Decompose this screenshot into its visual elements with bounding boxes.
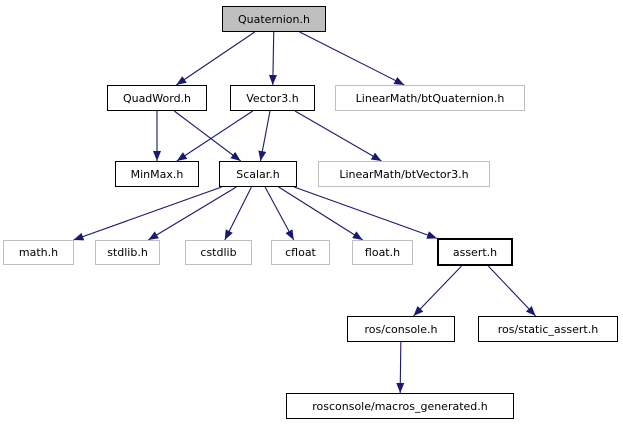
node-btvector3: LinearMath/btVector3.h xyxy=(318,161,490,187)
edge-rosconsole-macros xyxy=(396,341,405,394)
edge-assert-rosstatic xyxy=(487,265,537,317)
edge-scalar-math xyxy=(73,186,222,241)
edge-scalar-cstdlib xyxy=(224,186,252,241)
edge-vector3-minmax xyxy=(176,110,254,162)
edge-scalar-floath xyxy=(278,186,363,241)
edge-quadword-scalar xyxy=(173,110,242,162)
edge-quaternion-vector3 xyxy=(268,31,277,86)
node-minmax[interactable]: MinMax.h xyxy=(115,161,199,187)
edge-scalar-stdlib xyxy=(147,186,237,241)
edge-quaternion-btquaternion xyxy=(299,31,405,86)
node-cfloat: cfloat xyxy=(271,240,330,265)
node-rosstatic[interactable]: ros/static_assert.h xyxy=(478,316,618,342)
node-stdlib: stdlib.h xyxy=(95,240,160,265)
node-rosconsole[interactable]: ros/console.h xyxy=(347,316,455,342)
edge-quaternion-quadword xyxy=(175,31,256,86)
node-math: math.h xyxy=(3,240,74,265)
edge-scalar-cfloat xyxy=(264,186,295,241)
edge-scalar-assert xyxy=(293,186,438,239)
edge-vector3-btvector3 xyxy=(294,110,382,162)
edge-assert-rosconsole xyxy=(413,265,462,317)
node-floath: float.h xyxy=(352,240,413,265)
node-macros[interactable]: rosconsole/macros_generated.h xyxy=(286,393,514,419)
node-quaternion: Quaternion.h xyxy=(222,6,326,32)
node-cstdlib: cstdlib xyxy=(185,240,252,265)
node-btquaternion: LinearMath/btQuaternion.h xyxy=(335,85,525,111)
node-vector3[interactable]: Vector3.h xyxy=(230,85,315,111)
node-quadword[interactable]: QuadWord.h xyxy=(107,85,207,111)
node-assert[interactable]: assert.h xyxy=(437,238,513,266)
node-scalar[interactable]: Scalar.h xyxy=(219,161,297,187)
edge-vector3-scalar xyxy=(258,110,271,162)
